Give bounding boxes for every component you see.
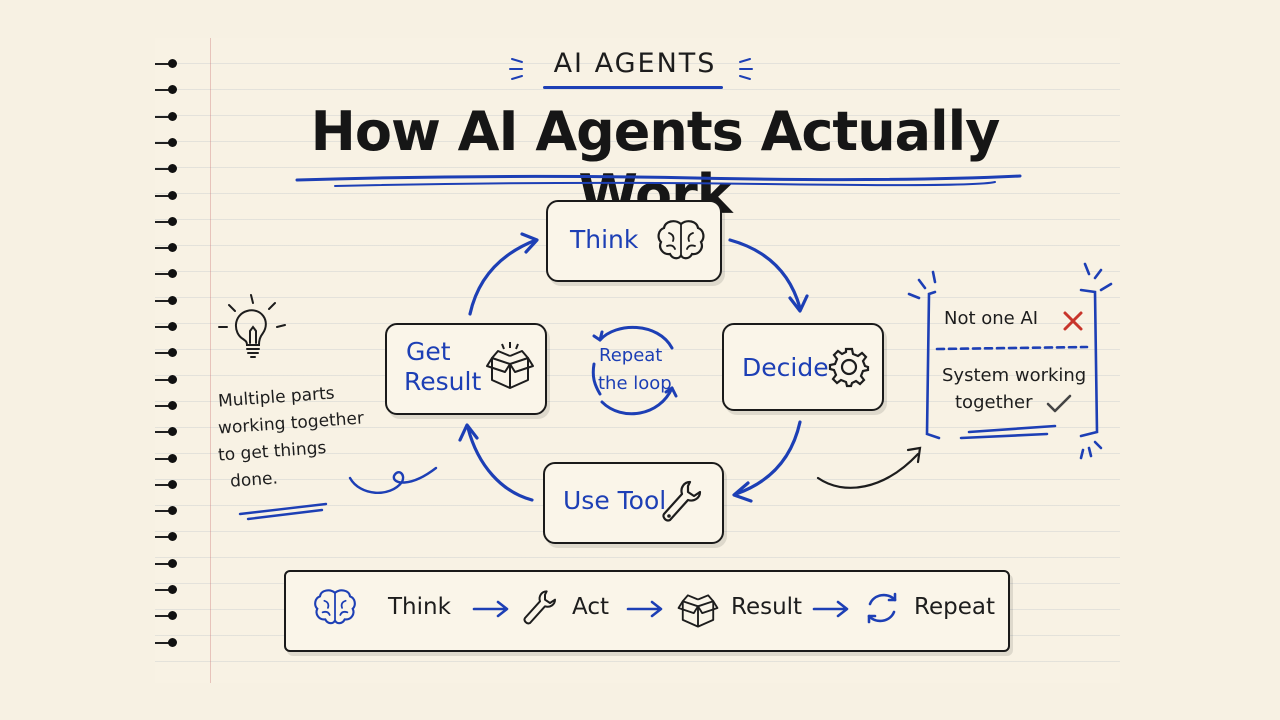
system-working-line1: System working [942, 365, 1087, 386]
summary-repeat: Repeat [914, 594, 995, 620]
box-icon [486, 342, 534, 389]
cross-icon [1063, 311, 1083, 331]
binding-ring [155, 505, 179, 517]
binding-ring [155, 268, 179, 280]
get-result-box [385, 323, 547, 415]
binding-ring [155, 558, 179, 570]
binding-ring [155, 374, 179, 386]
binding-ring [155, 137, 179, 149]
check-icon [1046, 394, 1072, 413]
margin-line [210, 38, 211, 683]
binding-ring [155, 84, 179, 96]
binding-ring [155, 111, 179, 123]
binding-ring [155, 58, 179, 70]
binding-ring [155, 610, 179, 622]
left-note-squiggles [238, 466, 438, 521]
binding-ring [155, 163, 179, 175]
binding-ring [155, 347, 179, 359]
arrow-right-icon [626, 600, 663, 618]
binding-ring [155, 216, 179, 228]
kicker-underline [543, 86, 723, 89]
summary-think: Think [388, 594, 451, 620]
kicker-dashes-right [739, 58, 753, 80]
get-result-label-line1: Get [406, 337, 451, 366]
kicker-label: AI AGENTS [553, 48, 717, 79]
center-repeat-line1: Repeat [599, 345, 663, 366]
get-result-label-line2: Result [404, 367, 482, 396]
box-icon [677, 594, 719, 628]
title-underline [295, 174, 1022, 187]
binding-ring [155, 584, 179, 596]
binding-ring [155, 295, 179, 307]
brain-icon [314, 589, 356, 625]
arrow-right-icon [812, 600, 849, 618]
brain-icon [657, 220, 705, 260]
page-title: How AI Agents Actually Work [310, 100, 1001, 226]
binding-ring [155, 531, 179, 543]
binding-ring [155, 479, 179, 491]
binding-ring [155, 242, 179, 254]
lightbulb-icon [218, 294, 286, 358]
think-label: Think [570, 225, 639, 254]
gear-icon [828, 347, 870, 388]
arrow-to-side-note [816, 446, 922, 489]
kicker-dashes-left [509, 58, 523, 80]
binding-ring [155, 426, 179, 438]
binding-ring [155, 453, 179, 465]
center-repeat-line2: the loop [598, 373, 672, 394]
use-tool-box [543, 462, 724, 544]
decide-label: Decide [742, 353, 829, 382]
binding-ring [155, 321, 179, 333]
think-box [546, 200, 722, 282]
repeat-loop-icon [591, 326, 678, 416]
summary-bar [284, 570, 1010, 652]
use-tool-label: Use Tool [563, 486, 667, 515]
arrow-right-icon [472, 600, 509, 618]
system-working-line2: together [955, 392, 1033, 413]
summary-act: Act [572, 594, 609, 620]
wrench-icon [662, 480, 702, 522]
binding-ring [155, 400, 179, 412]
summary-result: Result [731, 594, 803, 620]
binding-ring [155, 190, 179, 202]
binding-ring [155, 637, 179, 649]
wrench-icon [523, 590, 556, 625]
side-note-frame [907, 262, 1113, 460]
not-one-ai-label: Not one AI [944, 308, 1039, 329]
repeat-icon [867, 592, 897, 624]
